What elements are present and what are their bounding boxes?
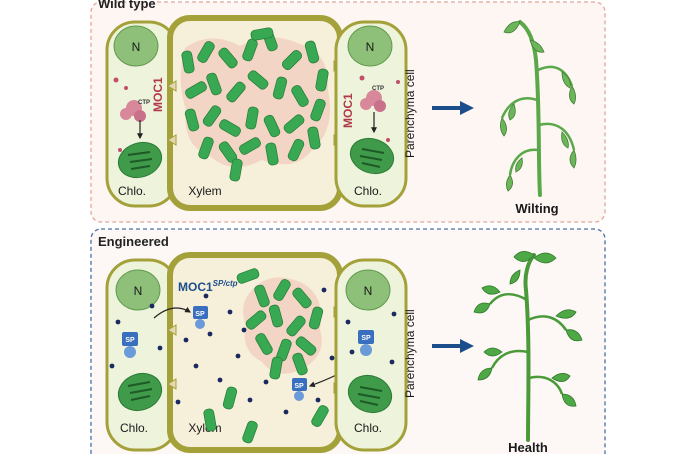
- left-nucleus-label-eng: N: [134, 284, 143, 298]
- effector-dot: [284, 410, 289, 415]
- panel-engineered: Engineered N SP Chlo. MOC1SP/ctp Xylem: [91, 229, 605, 454]
- effector-dot: [204, 294, 209, 299]
- effector-dot: [150, 304, 155, 309]
- xylem-sp-label-2: SP: [294, 383, 304, 390]
- effector-dot: [330, 356, 335, 361]
- effector-dot: [390, 360, 395, 365]
- left-ctp-label: CTP: [138, 100, 150, 106]
- effector-dot: [158, 346, 163, 351]
- panel-top-title: Wild type: [98, 0, 156, 11]
- effector-dot: [110, 364, 115, 369]
- panel-bottom-title: Engineered: [98, 234, 169, 249]
- right-moc1-label: MOC1: [341, 93, 355, 128]
- top-outcome-label: Wilting: [515, 201, 558, 216]
- right-sp-label: SP: [361, 335, 371, 342]
- effector-dot: [176, 400, 181, 405]
- bottom-outcome-label: Health: [508, 440, 548, 454]
- left-sp-label: SP: [125, 337, 135, 344]
- effector-dot: [346, 320, 351, 325]
- top-xylem-label: Xylem: [188, 184, 221, 198]
- right-sp-protein: [358, 330, 374, 356]
- effector-dot: [248, 398, 253, 403]
- top-parenchyma-label: Parenchyma cell: [403, 69, 417, 158]
- effector-dot: [322, 288, 327, 293]
- bottom-xylem-label: Xylem: [188, 421, 221, 435]
- effector-dot: [228, 310, 233, 315]
- xylem-sp-label-1: SP: [195, 311, 205, 318]
- right-nucleus-label-eng: N: [364, 284, 373, 298]
- effector-dot: [236, 354, 241, 359]
- effector-dot: [208, 332, 213, 337]
- effector-dot: [184, 338, 189, 343]
- bottom-parenchyma-label: Parenchyma cell: [403, 309, 417, 398]
- effector-dot: [264, 380, 269, 385]
- panel-wild-type: Wild type N CTP MOC1 Chlo. Xylem: [91, 0, 605, 222]
- effector-dot: [218, 378, 223, 383]
- right-chloro-label-eng: Chlo.: [354, 421, 382, 435]
- left-moc1-label: MOC1: [151, 77, 165, 112]
- effector-dot: [242, 328, 247, 333]
- left-chloro-label-eng: Chlo.: [120, 421, 148, 435]
- left-chloro-label: Chlo.: [118, 184, 146, 198]
- effector-dot: [350, 350, 355, 355]
- effector-dot: [194, 364, 199, 369]
- left-nucleus-label: N: [132, 40, 141, 54]
- right-chloro-label: Chlo.: [354, 184, 382, 198]
- right-nucleus-label: N: [366, 40, 375, 54]
- left-sp-protein: [122, 332, 138, 358]
- right-ctp-label: CTP: [372, 86, 384, 92]
- effector-dot: [316, 398, 321, 403]
- effector-dot: [116, 320, 121, 325]
- effector-dot: [392, 312, 397, 317]
